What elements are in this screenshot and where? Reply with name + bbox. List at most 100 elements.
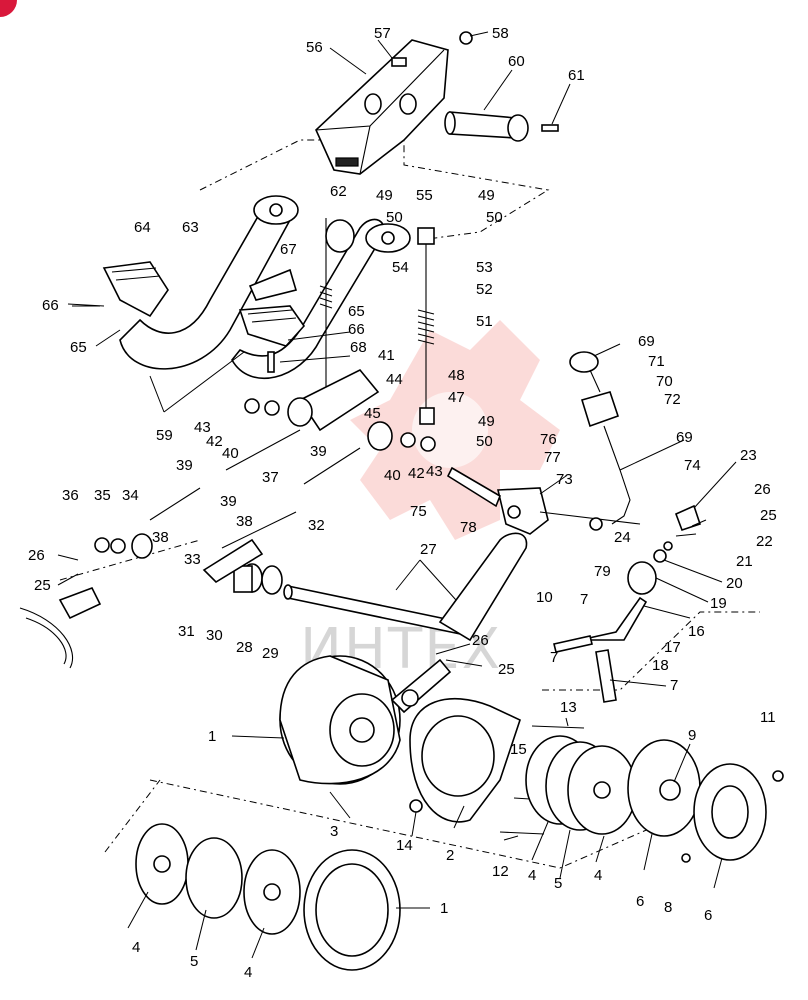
callout: 55 <box>416 187 433 204</box>
pin-8 <box>681 853 691 863</box>
callout: 6 <box>636 893 644 910</box>
callout: 50 <box>386 209 403 226</box>
lever-7-16 <box>553 596 648 703</box>
callout: 50 <box>476 433 493 450</box>
pin-68 <box>267 351 275 373</box>
callout: 65 <box>348 303 365 320</box>
callout: 73 <box>556 471 573 488</box>
callout: 25 <box>760 507 777 524</box>
callout: 11 <box>760 709 776 726</box>
callout: 1 <box>440 900 448 917</box>
disc-4-lower-b <box>243 849 301 935</box>
plate-9 <box>659 779 681 801</box>
callout: 34 <box>122 487 139 504</box>
callout: 28 <box>236 639 253 656</box>
callout: 69 <box>676 429 693 446</box>
lever-arm-27 <box>438 532 528 642</box>
left-flange <box>19 586 102 669</box>
callout: 38 <box>236 513 253 530</box>
callout: 75 <box>410 503 427 520</box>
callout: 47 <box>448 389 465 406</box>
callout: 66 <box>348 321 365 338</box>
callout: 64 <box>134 219 151 236</box>
callout: 50 <box>486 209 503 226</box>
callout: 67 <box>280 241 297 258</box>
ring-62 <box>325 219 355 253</box>
callout: 37 <box>262 469 279 486</box>
sleeve-28-29-30 <box>233 563 283 595</box>
callout: 42 <box>408 465 425 482</box>
callout: 4 <box>528 867 536 884</box>
callout: 36 <box>62 487 79 504</box>
callout: 21 <box>736 553 753 570</box>
clutch-pedal <box>119 195 299 370</box>
callout: 49 <box>376 187 393 204</box>
callout: 25 <box>34 577 51 594</box>
callout: 14 <box>396 837 413 854</box>
callout: 61 <box>568 67 585 84</box>
callout: 68 <box>350 339 367 356</box>
callout: 56 <box>306 39 323 56</box>
adjust-rod-right <box>417 227 435 425</box>
callout: 65 <box>70 339 87 356</box>
callout: 1 <box>208 728 216 745</box>
callout-labels: 1 1 2 3 4 4 4 4 5 5 6 6 7 7 7 8 9 10 11 … <box>28 25 777 981</box>
group-outline-disc <box>104 779 161 853</box>
bracket-67 <box>248 268 298 301</box>
callout: 4 <box>132 939 140 956</box>
callout: 17 <box>664 639 681 656</box>
callout: 6 <box>704 907 712 924</box>
callout: 27 <box>420 541 437 558</box>
callout: 70 <box>656 373 673 390</box>
callout: 53 <box>476 259 493 276</box>
disc-4-lower-a <box>135 823 189 905</box>
nut-11 <box>772 770 784 782</box>
callout: 51 <box>476 313 493 330</box>
callout: 16 <box>688 623 705 640</box>
callout: 31 <box>178 623 195 640</box>
callout: 12 <box>492 863 509 880</box>
callout: 40 <box>222 445 239 462</box>
callout: 72 <box>664 391 681 408</box>
callout: 79 <box>594 563 611 580</box>
callout: 62 <box>330 183 347 200</box>
valve-19-24 <box>627 504 702 595</box>
friction-discs-4-5 <box>525 735 637 835</box>
callout: 26 <box>754 481 771 498</box>
callout: 32 <box>308 517 325 534</box>
bellhousing-2 <box>409 698 521 823</box>
group-outline-lever <box>542 611 760 691</box>
callout: 2 <box>446 847 454 864</box>
rod-39 <box>149 429 301 521</box>
callout: 60 <box>508 53 525 70</box>
callout: 25 <box>498 661 515 678</box>
callout: 35 <box>94 487 111 504</box>
nut-14 <box>409 799 423 813</box>
disc-5-lower <box>185 837 243 919</box>
bushings-34-35-36 <box>94 533 153 559</box>
bushing-79 <box>589 517 603 531</box>
bolt-57 <box>391 57 407 67</box>
callout: 39 <box>310 443 327 460</box>
callout: 18 <box>652 657 669 674</box>
callout: 5 <box>190 953 198 970</box>
brake-pedal <box>231 218 411 380</box>
callout: 49 <box>478 413 495 430</box>
corner-badge <box>0 0 17 17</box>
callout: 4 <box>594 867 602 884</box>
leader-arrows <box>57 305 707 667</box>
callout: 19 <box>710 595 727 612</box>
callout: 74 <box>684 457 701 474</box>
callout: 41 <box>378 347 395 364</box>
drum-1-lower <box>303 849 401 971</box>
callout: 33 <box>184 551 201 568</box>
clevis-41 <box>287 368 393 451</box>
link-75 <box>446 466 501 508</box>
callout: 54 <box>392 259 409 276</box>
callout: 39 <box>176 457 193 474</box>
callout: 39 <box>220 493 237 510</box>
callout: 23 <box>740 447 757 464</box>
callout: 9 <box>688 727 696 744</box>
group-outline-left <box>59 539 201 581</box>
callout: 10 <box>536 589 553 606</box>
